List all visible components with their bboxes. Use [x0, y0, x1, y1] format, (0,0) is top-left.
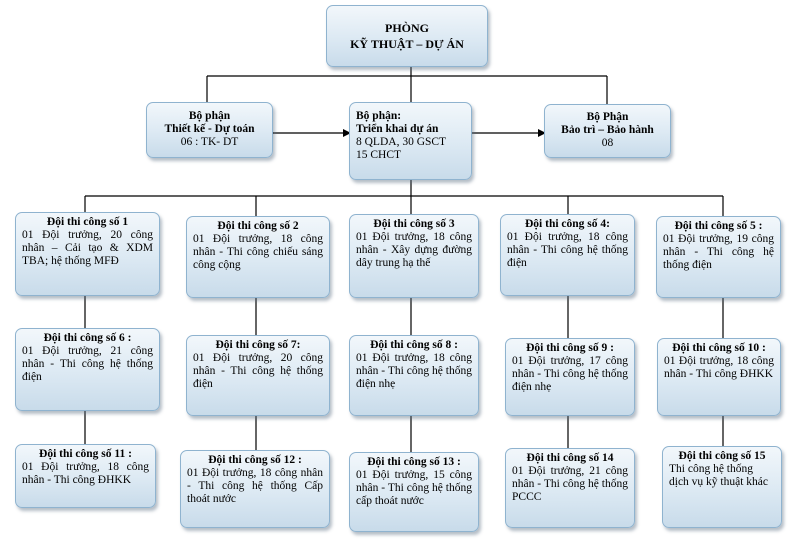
- team-11-box: Đội thi công số 11 : 01 Đội trưởng, 18 c…: [15, 444, 156, 508]
- team-title: Đội thi công số 6 :: [43, 332, 132, 344]
- team-3-box: Đội thi công số 3 01 Đội trưởng, 18 công…: [349, 214, 479, 298]
- team-6-box: Đội thi công số 6 : 01 Đội trưởng, 21 cô…: [15, 328, 160, 411]
- team-title: Đội thi công số 7:: [215, 339, 301, 351]
- team-description: 01 Đội trưởng, 20 công nhân - Thi công h…: [193, 352, 323, 390]
- team-8-box: Đội thi công số 8 : 01 Đội trưởng, 18 cô…: [349, 335, 479, 416]
- team-description: 01 Đội trưởng, 20 công nhân – Cải tạo & …: [22, 229, 153, 267]
- team-title: Đội thi công số 15: [678, 450, 766, 462]
- team-description: 01 Đội trưởng, 18 công nhân - Thi công h…: [187, 467, 323, 505]
- team-title: Đội thi công số 5 :: [674, 220, 763, 232]
- team-description: 01 Đội trưởng, 21 công nhân - Thi công h…: [22, 345, 153, 383]
- dept-detail-1: 8 QLDA, 30 GSCT: [356, 136, 447, 148]
- team-title: Đội thi công số 2: [217, 220, 299, 232]
- team-title: Đội thi công số 14: [526, 452, 614, 464]
- dept-subtitle: Triển khai dự án: [356, 123, 439, 135]
- dept-detail-2: 15 CHCT: [356, 149, 402, 161]
- team-title: Đội thi công số 12 :: [208, 454, 302, 466]
- dept-detail: 08: [601, 137, 614, 149]
- team-14-box: Đội thi công số 14 01 Đội trưởng, 21 côn…: [505, 448, 635, 528]
- dept-title: Bộ phận: [188, 110, 231, 122]
- team-15-box: Đội thi công số 15 Thi công hệ thống dịc…: [662, 446, 782, 528]
- team-12-box: Đội thi công số 12 : 01 Đội trưởng, 18 c…: [180, 450, 330, 528]
- team-title: Đội thi công số 3: [373, 218, 455, 230]
- team-10-box: Đội thi công số 10 : 01 Đội trưởng, 18 c…: [657, 338, 781, 416]
- team-description: 01 Đội trưởng, 18 công nhân - Thi công h…: [507, 231, 628, 269]
- team-description: 01 Đội trưởng, 18 công nhân - Thi công c…: [193, 233, 323, 271]
- team-title: Đội thi công số 10 :: [672, 342, 766, 354]
- team-7-box: Đội thi công số 7: 01 Đội trưởng, 20 côn…: [186, 335, 330, 416]
- team-description: 01 Đội trưởng, 18 công nhân - Thi công Đ…: [22, 461, 149, 486]
- root-title-line2: KỸ THUẬT – DỰ ÁN: [350, 37, 464, 51]
- team-description: 01 Đội trưởng, 19 công nhân - Thi công h…: [663, 233, 774, 271]
- team-description: 01 Đội trưởng, 21 công nhân - Thi công h…: [512, 465, 628, 503]
- dept-maintenance-warranty: Bộ Phận Bảo trì – Bảo hành 08: [544, 104, 671, 158]
- team-title: Đội thi công số 9 :: [526, 342, 614, 354]
- team-description: 01 Đội trưởng, 18 công nhân - Thi công Đ…: [664, 355, 774, 380]
- team-description: 01 Đội trưởng, 18 công nhân - Thi công h…: [356, 352, 472, 390]
- dept-title: Bộ Phận: [586, 111, 629, 123]
- team-1-box: Đội thi công số 1 01 Đội trưởng, 20 công…: [15, 212, 160, 296]
- team-title: Đội thi công số 1: [46, 216, 129, 228]
- team-13-box: Đội thi công số 13 : 01 Đội trưởng, 15 c…: [349, 452, 479, 532]
- root-department-box: PHÒNG KỸ THUẬT – DỰ ÁN: [326, 5, 488, 67]
- dept-subtitle: Thiết kế - Dự toán: [164, 123, 255, 135]
- dept-subtitle: Bảo trì – Bảo hành: [561, 124, 654, 136]
- dept-project-implementation: Bộ phận: Triển khai dự án 8 QLDA, 30 GSC…: [349, 102, 472, 180]
- team-9-box: Đội thi công số 9 : 01 Đội trưởng, 17 cô…: [505, 338, 635, 416]
- team-5-box: Đội thi công số 5 : 01 Đội trưởng, 19 cô…: [656, 216, 781, 298]
- team-title: Đội thi công số 8 :: [370, 339, 458, 351]
- dept-detail: 06 : TK- DT: [180, 136, 239, 148]
- team-description: 01 Đội trưởng, 18 công nhân - Xây dựng đ…: [356, 231, 472, 269]
- team-title: Đội thi công số 11 :: [39, 448, 132, 460]
- root-title-line1: PHÒNG: [385, 21, 429, 35]
- team-2-box: Đội thi công số 2 01 Đội trưởng, 18 công…: [186, 216, 330, 298]
- team-4-box: Đội thi công số 4: 01 Đội trưởng, 18 côn…: [500, 214, 635, 296]
- team-description: Thi công hệ thống dịch vụ kỹ thuật khác: [669, 463, 769, 488]
- team-description: 01 Đội trưởng, 15 công nhân - Thi công h…: [356, 469, 472, 507]
- team-title: Đội thi công số 4:: [525, 218, 610, 230]
- team-description: 01 Đội trưởng, 17 công nhân - Thi công h…: [512, 355, 628, 393]
- team-title: Đội thi công số 13 :: [367, 456, 461, 468]
- dept-design-estimate: Bộ phận Thiết kế - Dự toán 06 : TK- DT: [146, 102, 273, 158]
- dept-title: Bộ phận:: [356, 110, 402, 122]
